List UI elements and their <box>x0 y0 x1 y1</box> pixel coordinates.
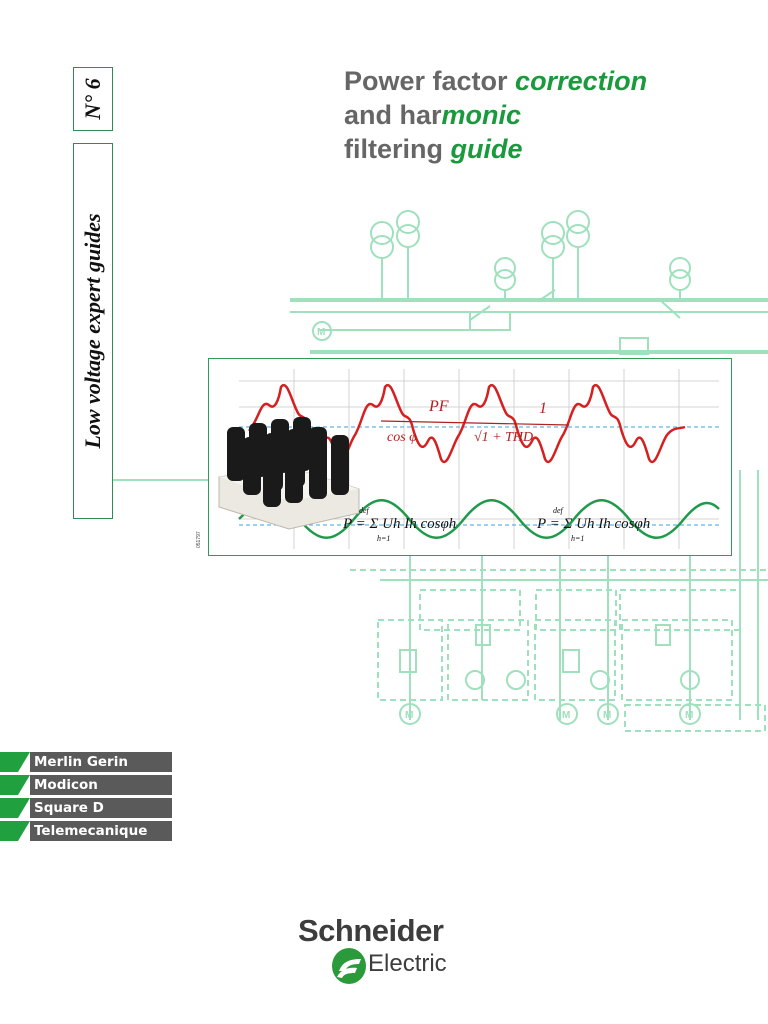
title-line-2-green: monic <box>441 100 522 130</box>
figure-frame: PF 1 cos φ √1 + THD P = Σ Uh Ih cosφh P … <box>208 358 732 556</box>
brand-strip-merlin-gerin: Merlin Gerin <box>0 752 172 772</box>
title-line-2-grey: and har <box>344 100 442 130</box>
brand-label: Square D <box>30 798 172 818</box>
title-line-2: and harmonic <box>344 98 744 132</box>
formula-pf: PF <box>428 398 449 415</box>
green-flag-icon <box>0 821 30 841</box>
title-line-1: Power factor correction <box>344 64 744 98</box>
brand-label: Modicon <box>30 775 172 795</box>
brand-strip-square-d: Square D <box>0 798 172 818</box>
series-number-box: N° 6 <box>73 67 113 131</box>
title-line-3: filtering guide <box>344 132 744 166</box>
title-line-1-grey: Power factor <box>344 66 516 96</box>
svg-text:M: M <box>685 710 693 721</box>
photo-code: 051797 <box>196 531 202 548</box>
power-formula-1: P = Σ Uh Ih cosφh <box>342 516 456 532</box>
power-formula-def-2: def <box>553 506 565 515</box>
schneider-logo-icon <box>332 948 366 984</box>
green-flag-icon <box>0 798 30 818</box>
title-line-3-green: guide <box>450 134 523 164</box>
series-title-box: Low voltage expert guides <box>73 143 113 519</box>
series-number: N° 6 <box>80 78 105 120</box>
waveform-illustration: PF 1 cos φ √1 + THD P = Σ Uh Ih cosφh P … <box>218 369 720 549</box>
brand-label: Telemecanique <box>30 821 172 841</box>
green-flag-icon <box>0 752 30 772</box>
power-formula-def-1: def <box>359 506 371 515</box>
brand-strip-modicon: Modicon <box>0 775 172 795</box>
title-line-1-green: correction <box>515 66 648 96</box>
power-formula-2: P = Σ Uh Ih cosφh <box>536 516 650 532</box>
svg-text:M: M <box>317 327 325 338</box>
series-title: Low voltage expert guides <box>80 213 105 449</box>
document-title: Power factor correction and harmonic fil… <box>344 64 744 166</box>
power-formula-index-1: h=1 <box>377 534 390 543</box>
svg-text:M: M <box>603 710 611 721</box>
formula-cos: cos φ <box>387 430 417 445</box>
brand-label: Merlin Gerin <box>30 752 172 772</box>
capacitor-photo <box>218 417 360 530</box>
formula-root: √1 + THD <box>474 430 533 445</box>
svg-text:M: M <box>405 710 413 721</box>
title-line-3-grey: filtering <box>344 134 451 164</box>
logo-name: Schneider <box>298 913 444 948</box>
sine-wave <box>238 499 720 539</box>
power-formula-index-2: h=1 <box>571 534 584 543</box>
green-flag-icon <box>0 775 30 795</box>
logo-subtitle: Electric <box>368 950 447 977</box>
brand-strip-telemecanique: Telemecanique <box>0 821 172 841</box>
formula-one: 1 <box>539 400 547 417</box>
svg-text:M: M <box>562 710 570 721</box>
